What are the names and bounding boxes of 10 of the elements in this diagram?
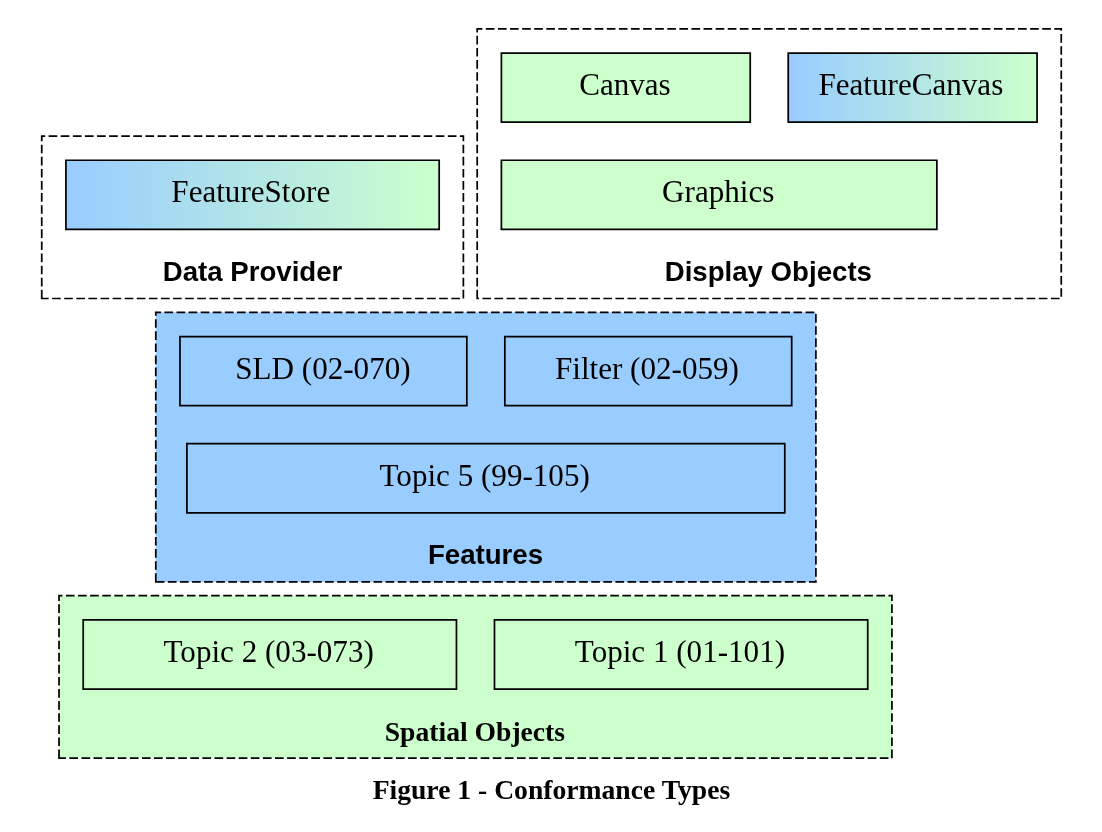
node-box: Topic 5 (99-105) [185,442,786,514]
node-box: Filter (02-059) [503,335,793,407]
node-box: SLD (02-070) [178,335,468,407]
node-box: Graphics [500,159,938,231]
node-box: FeatureCanvas [786,52,1038,124]
node-box: Topic 1 (01-101) [493,619,869,690]
caption: Figure 1 - Conformance Types [372,774,730,806]
node-box: FeatureStore [64,159,440,231]
node-box: Canvas [500,52,751,124]
node-box: Topic 2 (03-073) [81,619,457,690]
